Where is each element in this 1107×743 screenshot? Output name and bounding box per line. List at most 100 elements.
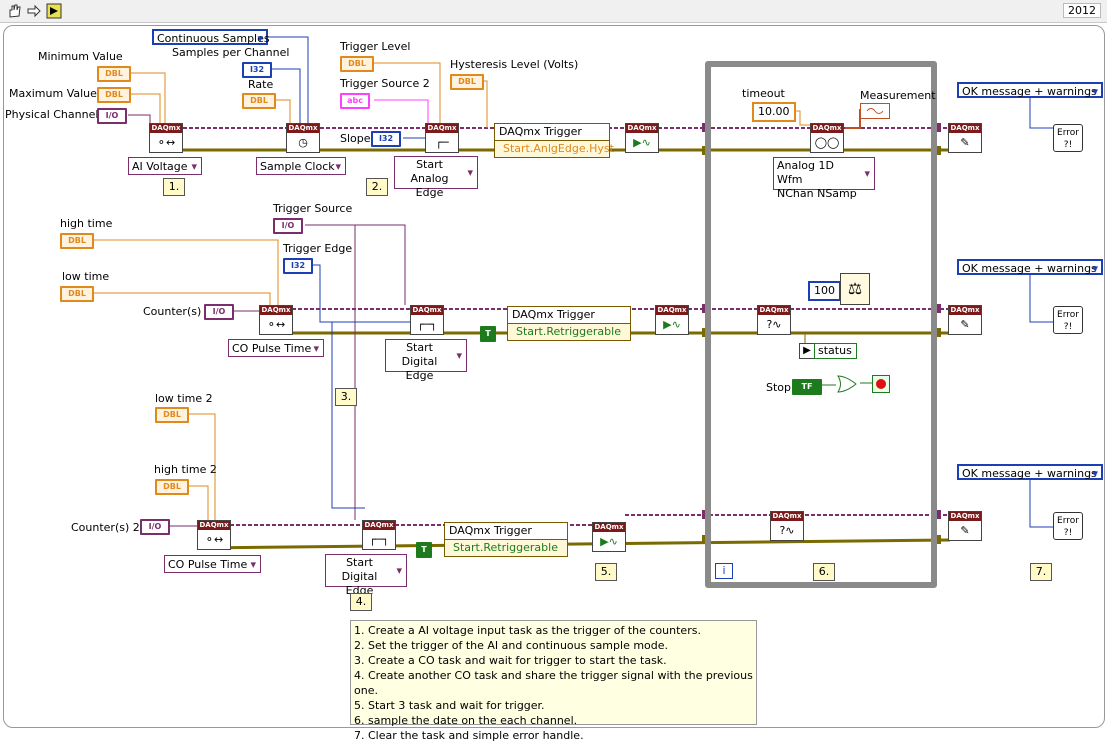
daqmx-trigger-property-node-1[interactable]: DAQmx Trigger Start.AnlgEdge.Hyst [494,123,614,158]
label-maximum-value: Maximum Value [9,87,97,100]
retriggerable-true-2[interactable]: T [416,542,432,558]
label-stop: Stop [766,381,792,394]
hysteresis-level-control[interactable]: DBL [450,74,484,90]
label-trigger-source-2: Trigger Source 2 [340,77,430,90]
trigger-level-control[interactable]: DBL [340,56,374,72]
sample-mode-constant[interactable]: Continuous Samples [152,29,270,47]
label-high-time: high time [60,217,113,230]
daqmx-clear-task-3[interactable]: DAQmx✎ [948,511,982,541]
daqmx-create-channel-co-1[interactable]: DAQmx⚬↔ [259,305,293,335]
version-label: 2012 [1063,3,1101,18]
co-pulse-time-ring-2[interactable]: CO Pulse Time [164,555,261,574]
unbundle-icon[interactable]: ▶ [799,343,815,359]
daqmx-clear-task-2[interactable]: DAQmx✎ [948,305,982,335]
daqmx-create-channel-ai[interactable]: DAQmx⚬↔ [149,123,183,153]
comment-line: 1. Create a AI voltage input task as the… [354,624,701,637]
error-message-type-1[interactable]: OK message + warnings [957,82,1103,100]
daqmx-clear-task-1[interactable]: DAQmx✎ [948,123,982,153]
block-diagram [3,25,1105,728]
label-minimum-value: Minimum Value [38,50,123,63]
low-time-control[interactable]: DBL [60,286,94,302]
daqmx-trigger-property-node-3[interactable]: DAQmx Trigger Start.Retriggerable [444,522,568,557]
comment-line: 3. Create a CO task and wait for trigger… [354,654,667,667]
hand-icon[interactable] [6,3,22,19]
or-gate-icon[interactable] [836,375,858,393]
label-slope: Slope [340,132,371,145]
comment-line: 5. Start 3 task and wait for trigger. [354,699,545,712]
co-pulse-time-ring-1[interactable]: CO Pulse Time [228,339,324,358]
high-time-2-control[interactable]: DBL [155,479,189,495]
retriggerable-true-1[interactable]: T [480,326,496,342]
physical-channel-control[interactable]: I/O [97,108,127,124]
step-6: 6. [813,563,835,581]
counters-control[interactable]: I/O [204,304,234,320]
timeout-constant[interactable]: 10.00 [752,102,796,122]
daqmx-read-ai[interactable]: DAQmx◯◯ [810,123,844,153]
label-timeout: timeout [742,87,785,100]
trigger-source-control[interactable]: I/O [273,218,303,234]
slope-control[interactable]: I32 [371,131,401,147]
low-time-2-control[interactable]: DBL [155,407,189,423]
rate-control[interactable]: DBL [242,93,276,109]
label-rate: Rate [248,78,274,91]
label-low-time: low time [62,270,110,283]
error-message-type-2[interactable]: OK message + warnings [957,259,1103,277]
loop-stop-condition[interactable] [872,375,890,393]
label-high-time-2: high time 2 [154,463,217,476]
label-measurement: Measurement [860,89,936,102]
error-handler-icon[interactable]: Error?! [1053,124,1083,152]
error-message-type-3[interactable]: OK message + warnings [957,464,1103,482]
iteration-terminal: i [715,563,733,579]
start-analog-edge-ring[interactable]: Start Analog Edge [394,156,478,199]
status-element: status [814,343,857,359]
daqmx-read-co-1[interactable]: DAQmx?∿ [757,305,791,335]
stop-button-control[interactable]: TF [792,379,822,395]
label-samples-per-channel: Samples per Channel [172,46,290,59]
start-digital-edge-ring-2[interactable]: Start Digital Edge [325,554,407,597]
while-loop[interactable] [705,61,937,588]
comment-line: 7. Clear the task and simple error handl… [354,729,584,742]
measurement-indicator [860,103,890,119]
step-2: 2. [366,178,388,196]
label-hysteresis-level: Hysteresis Level (Volts) [450,58,579,71]
label-trigger-source: Trigger Source [273,202,353,215]
ai-voltage-ring[interactable]: AI Voltage [128,157,202,176]
samples-per-channel-control[interactable]: I32 [242,62,272,78]
daqmx-start-trigger-analog[interactable]: DAQmx┌─ [425,123,459,153]
analog-1d-wfm-ring[interactable]: Analog 1D Wfm NChan NSamp [773,157,875,200]
label-counters: Counter(s) [143,305,202,318]
step-4: 4. [350,593,372,611]
step-5: 5. [595,563,617,581]
counters-2-control[interactable]: I/O [140,519,170,535]
label-trigger-edge: Trigger Edge [283,242,353,255]
error-handler-icon[interactable]: Error?! [1053,512,1083,540]
error-handler-icon[interactable]: Error?! [1053,306,1083,334]
sample-clock-ring[interactable]: Sample Clock [256,157,346,176]
step-7: 7. [1030,563,1052,581]
daqmx-create-channel-co-2[interactable]: DAQmx⚬↔ [197,520,231,550]
step-1: 1. [163,178,185,196]
daqmx-read-co-2[interactable]: DAQmx?∿ [770,511,804,541]
daqmx-start-trigger-digital-1[interactable]: DAQmx┌─┐ [410,305,444,335]
step-3: 3. [335,388,357,406]
high-time-control[interactable]: DBL [60,233,94,249]
daqmx-trigger-property-node-2[interactable]: DAQmx Trigger Start.Retriggerable [507,306,631,341]
daqmx-timing[interactable]: DAQmx◷ [286,123,320,153]
daqmx-start-task-2[interactable]: DAQmx▶∿ [655,305,689,335]
comment-line: 2. Set the trigger of the AI and continu… [354,639,669,652]
daqmx-start-task-3[interactable]: DAQmx▶∿ [592,522,626,552]
trigger-source-2-control[interactable]: abc [340,93,370,109]
daqmx-start-task-1[interactable]: DAQmx▶∿ [625,123,659,153]
minimum-value-control[interactable]: DBL [97,66,131,82]
wait-timer-icon[interactable]: ⚖ [840,273,870,305]
start-digital-edge-ring-1[interactable]: Start Digital Edge [385,339,467,382]
trigger-edge-control[interactable]: I32 [283,258,313,274]
comment-line: 4. Create another CO task and share the … [354,669,753,697]
run-icon[interactable] [46,3,62,19]
arrow-icon[interactable] [26,3,42,19]
label-counters-2: Counter(s) 2 [71,521,140,534]
daqmx-start-trigger-digital-2[interactable]: DAQmx┌─┐ [362,520,396,550]
wait-ms-constant[interactable]: 100 [808,281,841,301]
maximum-value-control[interactable]: DBL [97,87,131,103]
comment-box: 1. Create a AI voltage input task as the… [350,620,757,742]
